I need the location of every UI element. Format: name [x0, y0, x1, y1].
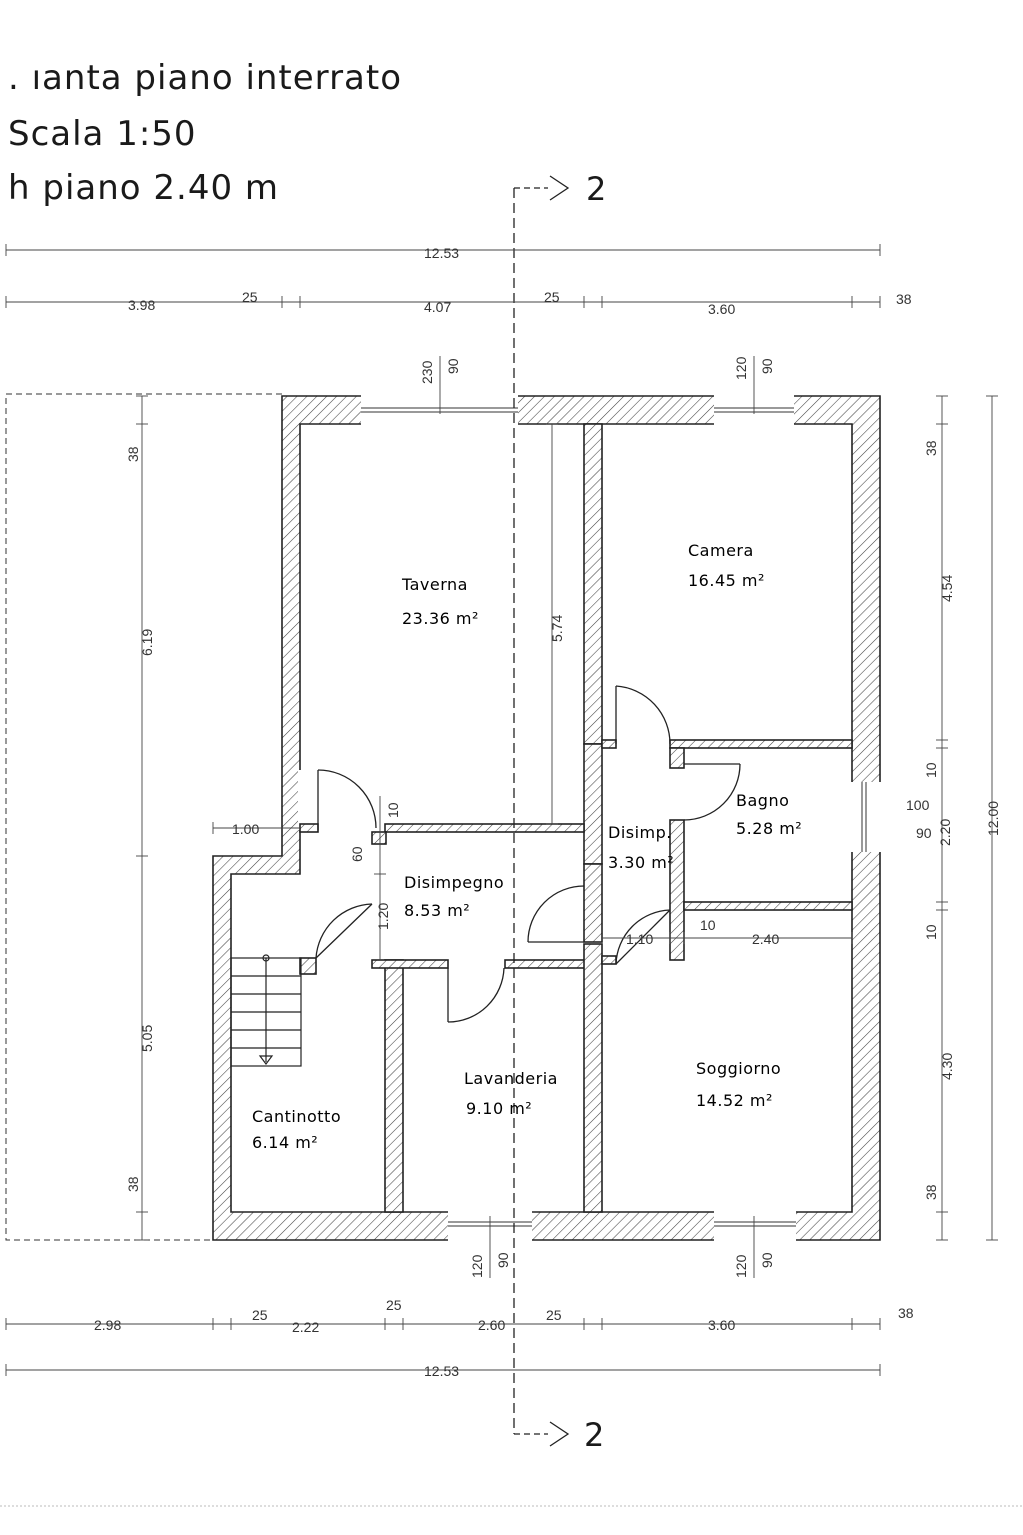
room-bagno-name: Bagno: [736, 791, 789, 810]
dim-bot-2: 25: [252, 1307, 268, 1323]
floor-height: h piano 2.40 m: [8, 168, 280, 208]
dim-left-3: 5.05: [139, 1025, 155, 1052]
wall-taverna-bottom-stub: [299, 823, 319, 833]
dim-2-40: 2.40: [752, 931, 779, 947]
dim-win-tl-w: 90: [445, 358, 461, 374]
wall-disimpegno-bottom-right: [504, 959, 586, 969]
dim-top-6: 38: [896, 291, 912, 307]
dim-door-10: 10: [385, 802, 401, 818]
plan-scale: Scala 1:50: [8, 114, 197, 154]
dim-bot-6: 25: [546, 1307, 562, 1323]
staircase: [230, 954, 302, 1067]
dim-bot-total: 12.53: [424, 1363, 459, 1379]
room-cantinotto-area: 6.14 m²: [252, 1133, 318, 1152]
wall-lavanderia-soggiorno: [583, 943, 603, 1213]
dim-top-2: 25: [242, 289, 258, 305]
dim-right-3: 10: [923, 762, 939, 778]
wall-soggiorno-top: [601, 955, 617, 965]
room-disimpegno-name: Disimpegno: [404, 873, 504, 892]
section-mark-top: 2: [586, 170, 606, 208]
dim-right-total: 12.00: [985, 801, 1001, 836]
dim-door-60: 60: [349, 846, 365, 862]
wall-cantinotto-right: [384, 959, 404, 1213]
dim-win-tr-h: 120: [733, 356, 749, 380]
room-bagno-area: 5.28 m²: [736, 819, 802, 838]
room-taverna-area: 23.36 m²: [402, 609, 479, 628]
dim-right-7: 38: [923, 1184, 939, 1200]
section-mark-bottom: 2: [584, 1416, 604, 1454]
room-disimpegno-area: 8.53 m²: [404, 901, 470, 920]
doors: [315, 685, 741, 1023]
dim-top-1: 3.98: [128, 297, 155, 313]
dim-1-10: 1.10: [626, 931, 653, 947]
dim-win-br-h: 120: [733, 1254, 749, 1278]
dim-bagno-win-w: 90: [916, 825, 932, 841]
dim-top-4: 25: [544, 289, 560, 305]
dim-right-4: 2.20: [937, 819, 953, 846]
room-camera-name: Camera: [688, 541, 754, 560]
dim-bot-3: 2.22: [292, 1319, 319, 1335]
dim-top-3: 4.07: [424, 299, 451, 315]
dim-left-2: 6.19: [139, 629, 155, 656]
dim-top-total: 12.53: [424, 245, 459, 261]
wall-disimpegno-left: [371, 831, 387, 845]
wall-bagno-left: [669, 747, 685, 769]
wall-disimpegno-bottom-left: [371, 959, 449, 969]
dim-right-5: 10: [923, 924, 939, 940]
dim-bot-4: 25: [386, 1297, 402, 1313]
room-lavanderia-name: Lavanderia: [464, 1069, 558, 1088]
dim-right-1: 38: [923, 440, 939, 456]
dim-right-6: 4.30: [939, 1053, 955, 1080]
dim-door-1-00: 1.00: [232, 821, 259, 837]
dim-right-2: 4.54: [939, 575, 955, 602]
wall-camera-bottom: [669, 739, 853, 749]
dim-win-bl-h: 120: [469, 1254, 485, 1278]
room-soggiorno-area: 14.52 m²: [696, 1091, 773, 1110]
dim-win-bl-w: 90: [495, 1252, 511, 1268]
dim-10b: 10: [700, 917, 716, 933]
walls: [212, 394, 882, 1242]
room-lavanderia-area: 9.10 m²: [466, 1099, 532, 1118]
dim-bot-8: 38: [898, 1305, 914, 1321]
dim-win-tr-w: 90: [759, 358, 775, 374]
wall-camera-bottom-left: [601, 739, 617, 749]
dim-door-120: 1.20: [375, 903, 391, 930]
wall-bagno-bottom: [683, 901, 853, 911]
room-camera-area: 16.45 m²: [688, 571, 765, 590]
room-disimp-name: Disimp.: [608, 823, 672, 842]
wall-cantinotto-top: [299, 957, 317, 975]
section-line: [513, 175, 570, 1447]
room-disimp-area: 3.30 m²: [608, 853, 674, 872]
wall-taverna-camera: [583, 423, 603, 745]
windows: [361, 407, 867, 1227]
room-soggiorno-name: Soggiorno: [696, 1059, 781, 1078]
wall-stub-disimp: [583, 863, 603, 943]
dim-win-tl-h: 230: [419, 360, 435, 384]
dim-taverna-inner: 5.74: [549, 615, 565, 642]
lot-outline: [5, 393, 282, 1241]
dim-bot-5: 2.60: [478, 1317, 505, 1333]
dim-left-1: 38: [125, 446, 141, 462]
room-cantinotto-name: Cantinotto: [252, 1107, 341, 1126]
outer-wall: [212, 395, 881, 1241]
wall-taverna-bottom: [384, 823, 585, 833]
dimension-lines: [5, 244, 998, 1376]
room-taverna-name: Taverna: [401, 575, 468, 594]
wall-bagno-left-lower: [669, 819, 685, 961]
dim-left-4: 38: [125, 1176, 141, 1192]
dim-win-br-w: 90: [759, 1252, 775, 1268]
dim-top-5: 3.60: [708, 301, 735, 317]
dim-bagno-win-h: 100: [906, 797, 930, 813]
dim-bot-1: 2.98: [94, 1317, 121, 1333]
dim-bot-7: 3.60: [708, 1317, 735, 1333]
wall-disimp-left: [583, 743, 603, 865]
plan-title: . ıanta piano interrato: [8, 58, 403, 98]
